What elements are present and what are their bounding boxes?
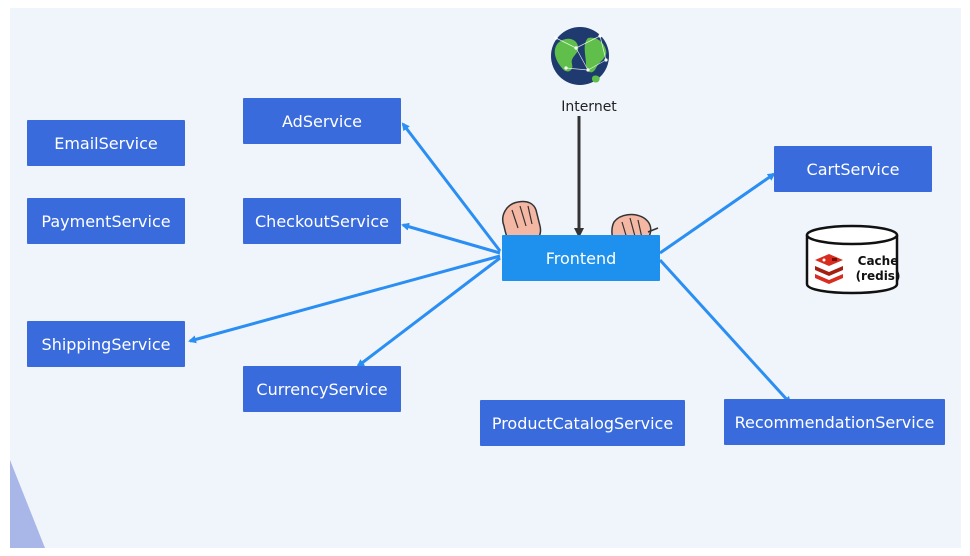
arrow-frontend-shipping: [188, 254, 501, 344]
product-catalog-service-box: ProductCatalogService: [480, 400, 685, 446]
payment-service-box: PaymentService: [27, 198, 185, 244]
diagram-canvas: Internet EmailService PaymentService Shi…: [10, 8, 961, 548]
redis-logo-icon: [815, 254, 843, 284]
arrows-layer: [10, 27, 899, 548]
recommendation-service-box: RecommendationService: [724, 399, 945, 445]
cart-service-box: CartService: [774, 146, 932, 192]
arrow-frontend-checkout: [401, 222, 501, 255]
checkout-service-box: CheckoutService: [243, 198, 401, 244]
email-service-box: EmailService: [27, 120, 185, 166]
arrow-frontend-cart: [659, 172, 776, 255]
cache-label: Cache (redis): [853, 254, 903, 284]
internet-label: Internet: [561, 99, 617, 115]
ad-service-box: AdService: [243, 98, 401, 144]
arrow-frontend-ad: [401, 122, 502, 252]
arrow-frontend-currency: [356, 256, 501, 368]
frontend-service-box: Frontend: [502, 235, 660, 281]
cache-cylinder-icon: [805, 224, 899, 295]
currency-service-box: CurrencyService: [243, 366, 401, 412]
cache-label-line2: (redis): [855, 269, 901, 283]
globe-icon: [551, 27, 609, 85]
cache-label-line1: Cache: [857, 254, 899, 268]
shipping-service-box: ShippingService: [27, 321, 185, 367]
corner-decoration: [10, 460, 45, 548]
arrow-frontend-recommendation: [658, 258, 792, 405]
